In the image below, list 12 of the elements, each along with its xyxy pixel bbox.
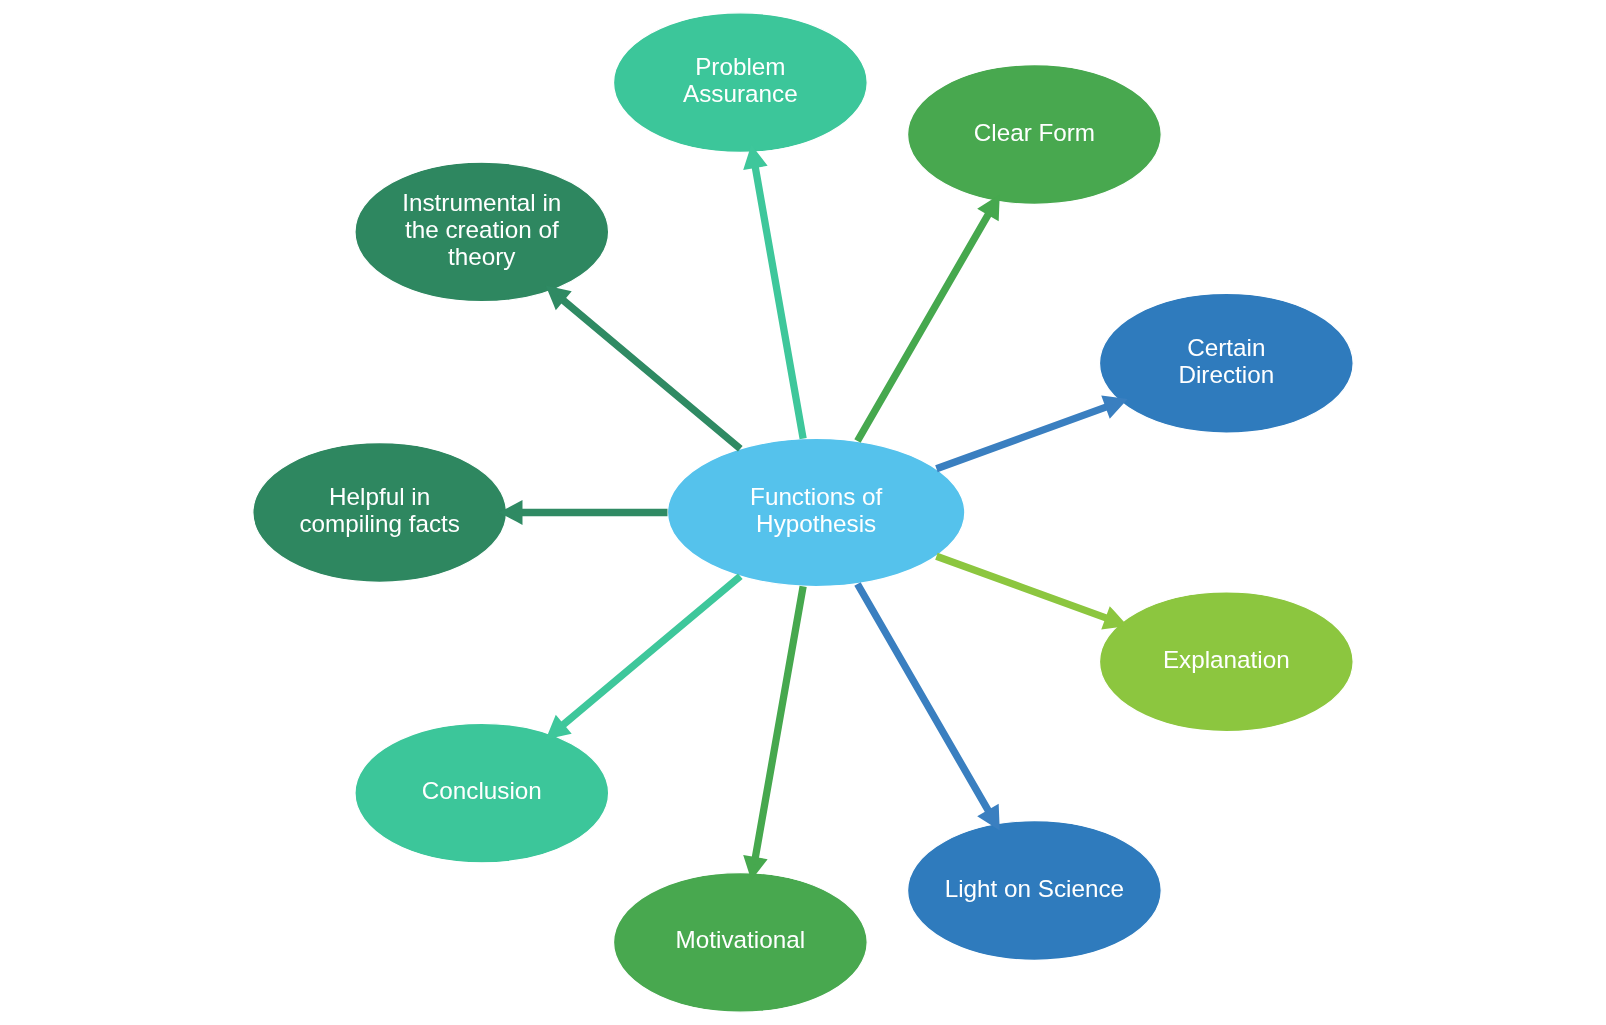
node-ellipse: Instrumental in the creation of theory — [354, 161, 610, 303]
node-ellipse: Motivational — [612, 871, 868, 1013]
node-ellipse: Functions of Hypothesis — [666, 437, 966, 588]
node-ellipse: Clear Form — [907, 64, 1162, 205]
node-ellipse: Conclusion — [354, 722, 610, 864]
arrow — [545, 573, 743, 740]
node-ellipse: Helpful in compiling facts — [252, 442, 508, 583]
arrow — [935, 395, 1128, 473]
node-ellipse: Light on Science — [907, 820, 1162, 961]
arrow — [854, 582, 1000, 831]
node-ellipse: Problem Assurance — [612, 12, 868, 154]
arrow — [545, 285, 743, 452]
